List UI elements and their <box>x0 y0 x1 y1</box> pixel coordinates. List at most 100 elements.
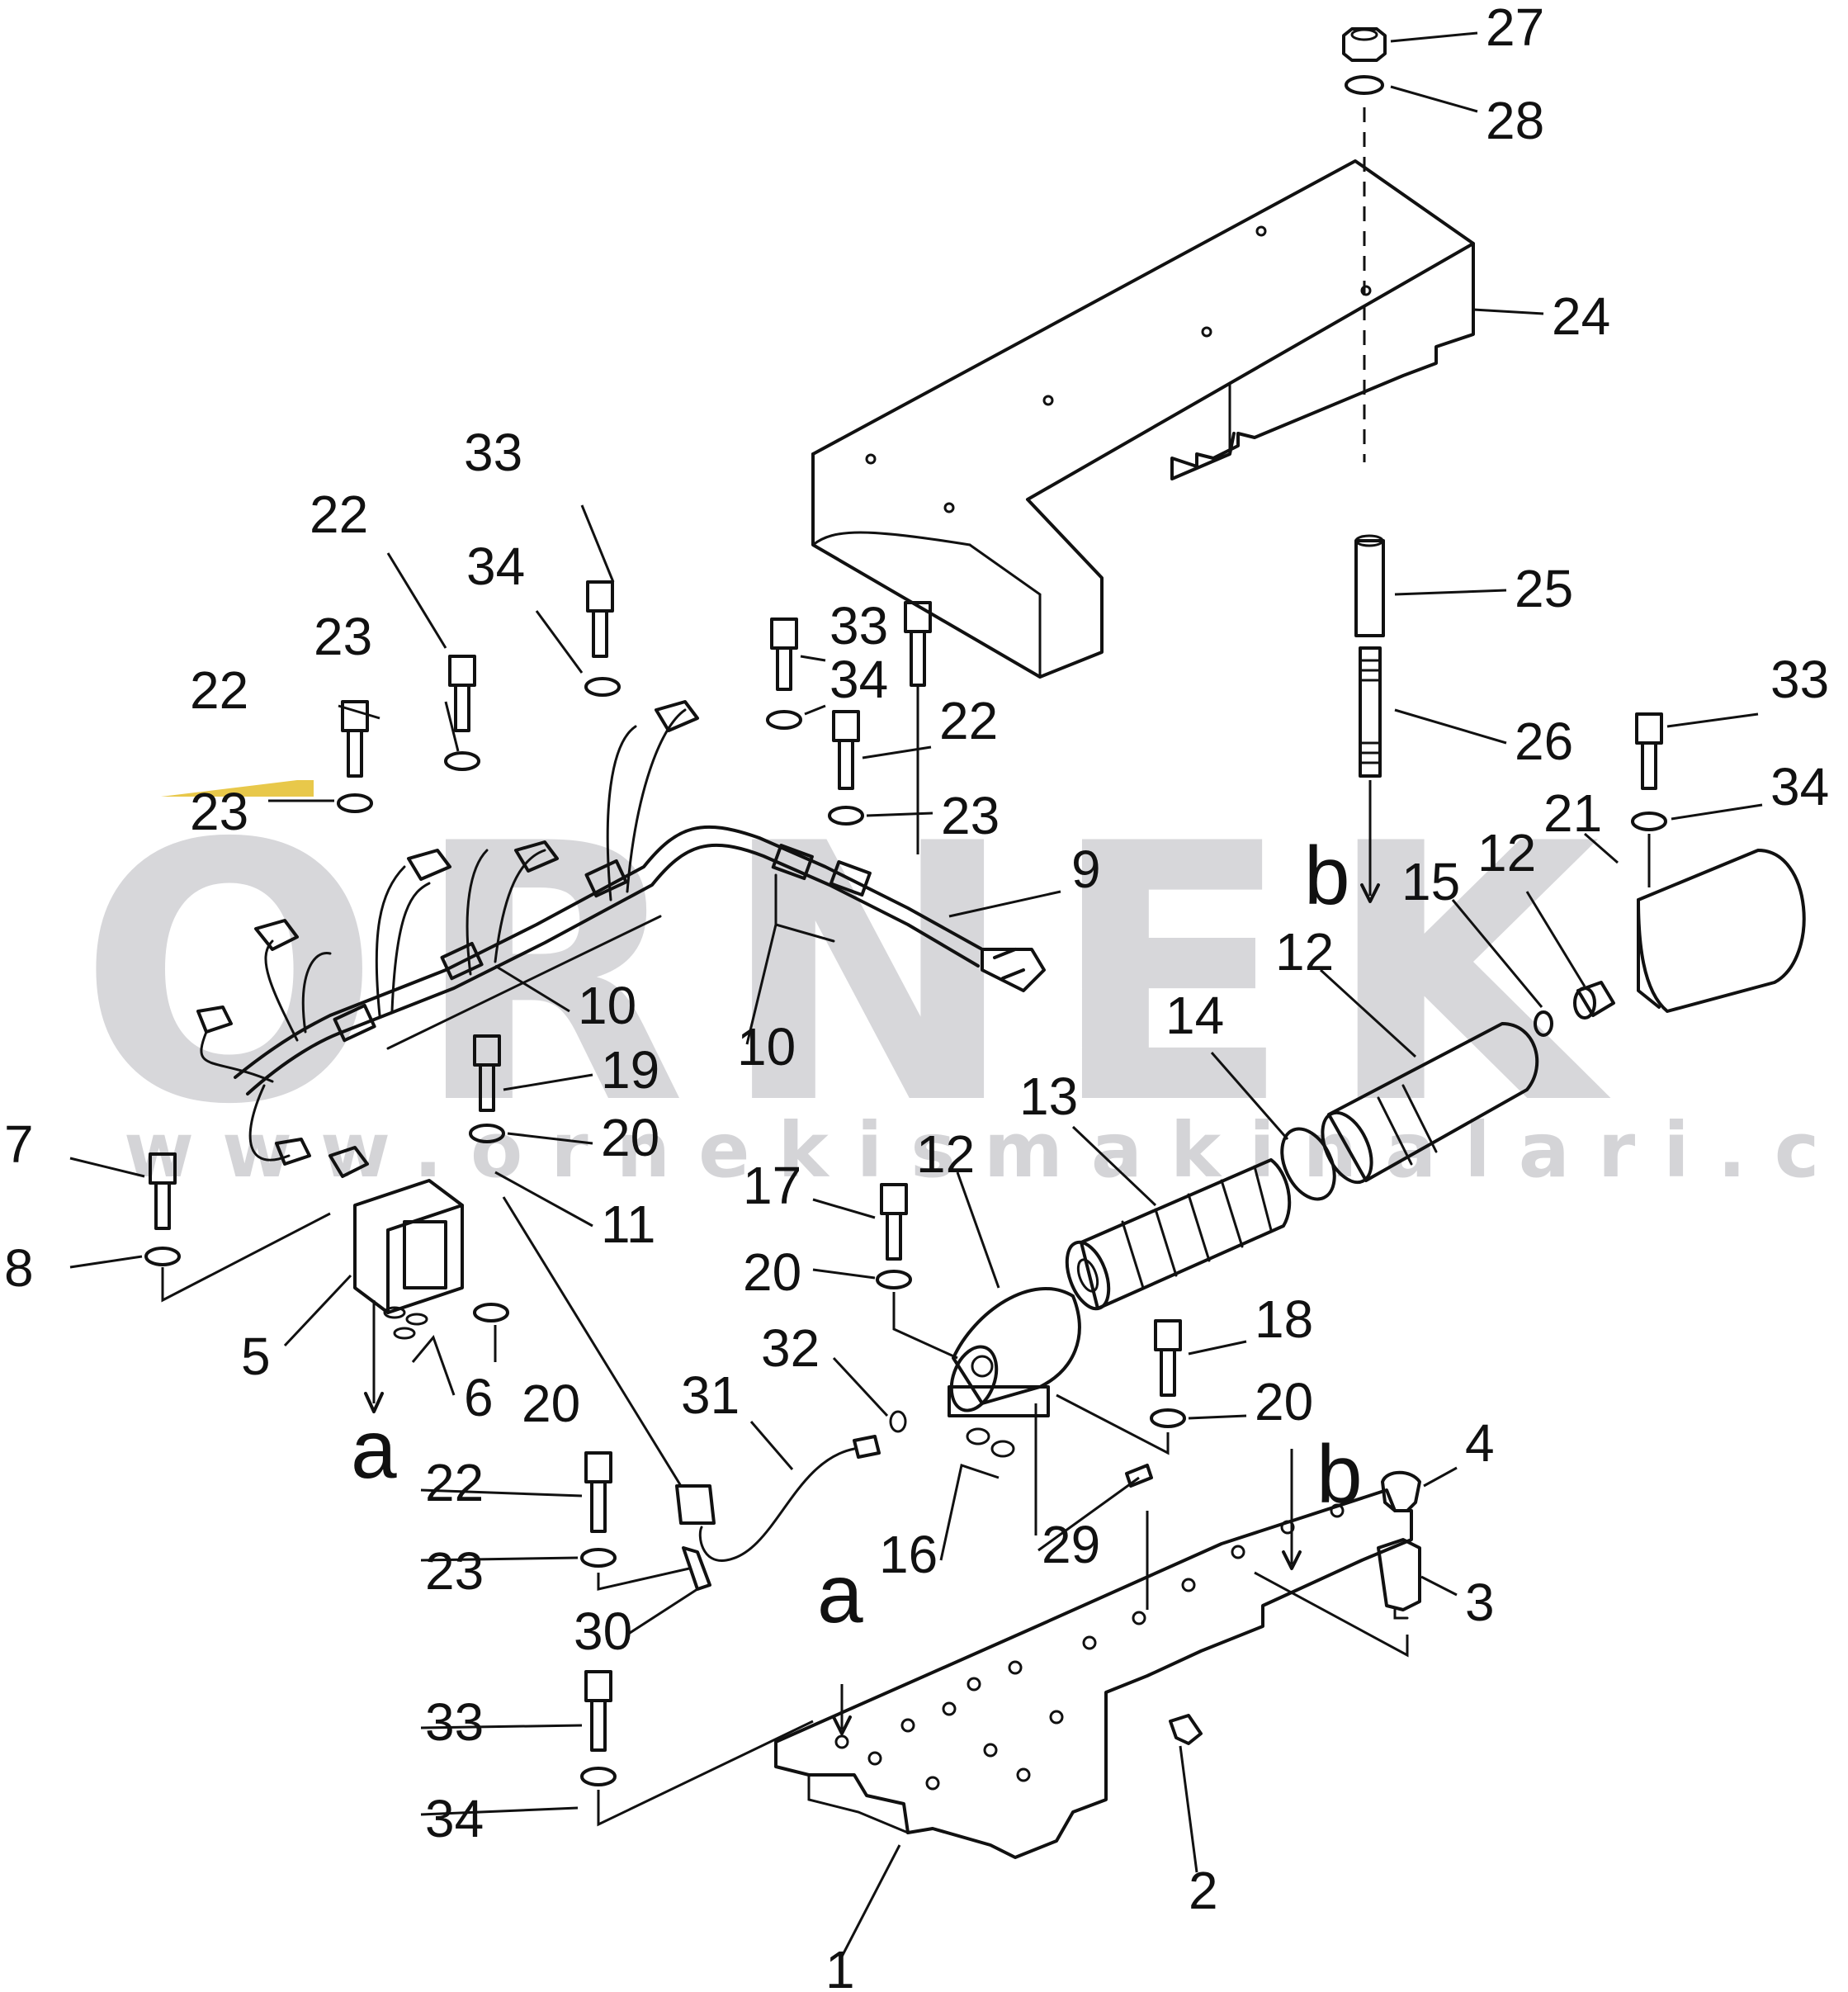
washer-part-20 <box>876 1270 912 1289</box>
callout-c20a: 20 <box>601 1108 659 1167</box>
bolt-part-22 <box>448 655 476 732</box>
watermark: ORNEK www.ornekismakinalari.com.tr <box>78 769 1848 1195</box>
bolt-part-22 <box>832 710 860 790</box>
watermark-accent <box>161 780 314 797</box>
bolt-part-22 <box>584 1451 612 1533</box>
plug-part-2 <box>1169 1714 1203 1745</box>
callout-c6: 6 <box>464 1368 494 1427</box>
washer-part-23 <box>337 793 373 813</box>
callout-c34c: 34 <box>1770 757 1829 816</box>
bolt-part-27 <box>904 601 932 687</box>
reference-letter-la2: a <box>817 1548 863 1640</box>
callout-c4: 4 <box>1465 1413 1495 1473</box>
callout-c2: 2 <box>1189 1861 1218 1920</box>
o-ring-part-15 <box>1534 1010 1553 1037</box>
plug-part-12 <box>1573 981 1615 1020</box>
callout-c23b: 23 <box>190 782 248 841</box>
plate-part-29 <box>1125 1464 1153 1488</box>
bolt-part-33 <box>586 580 614 658</box>
solenoid-valve-part-5 <box>328 1146 464 1314</box>
callout-c22a: 22 <box>310 485 368 544</box>
adapter-part-3 <box>1377 1538 1421 1620</box>
callout-c7: 7 <box>4 1114 34 1174</box>
callout-c16: 16 <box>879 1525 938 1584</box>
o-ring-part-32 <box>889 1410 907 1433</box>
callout-c22d: 22 <box>425 1453 484 1512</box>
callout-c18: 18 <box>1255 1289 1313 1349</box>
spacer-part-25 <box>1354 534 1385 637</box>
bolt-part-18 <box>1154 1319 1182 1397</box>
bolt-part-33 <box>770 617 798 691</box>
callout-c23d: 23 <box>425 1541 484 1601</box>
callout-c15: 15 <box>1401 852 1460 911</box>
filter-housing-part-12 <box>948 1287 1081 1417</box>
callout-c33a: 33 <box>464 423 522 482</box>
washer-part-20 <box>469 1124 505 1143</box>
bolt-part-19 <box>473 1034 501 1112</box>
bolt-part-17 <box>880 1183 908 1261</box>
reference-letter-lb2: b <box>1316 1428 1363 1521</box>
callout-c12c: 12 <box>916 1124 975 1184</box>
filter-case-part-12 <box>1321 1022 1539 1185</box>
bolt-part-33 <box>1635 712 1663 790</box>
callout-c32: 32 <box>761 1318 820 1378</box>
washer-part-23 <box>828 806 864 826</box>
callout-c29: 29 <box>1042 1515 1100 1574</box>
washer-part-34 <box>584 677 621 697</box>
callout-c33d: 33 <box>425 1692 484 1752</box>
nut-part-27 <box>1342 27 1387 62</box>
callout-c9: 9 <box>1071 840 1101 899</box>
callout-c19: 19 <box>601 1040 659 1100</box>
callout-c12a: 12 <box>1477 823 1536 882</box>
callout-layer: 2728242526332234232223333422239101033342… <box>4 0 1829 1992</box>
callout-c10b: 10 <box>737 1017 796 1076</box>
washer-part-16 <box>966 1427 1015 1458</box>
callout-c31: 31 <box>681 1365 740 1425</box>
washer-part-23 <box>444 751 480 771</box>
callout-c22c: 22 <box>939 691 998 750</box>
callout-c27: 27 <box>1486 0 1544 57</box>
watermark-url: www.ornekismakinalari.com.tr <box>124 1106 1848 1195</box>
callout-c26: 26 <box>1515 712 1573 771</box>
callout-c25: 25 <box>1515 559 1573 618</box>
watermark-brand: ORNEK <box>78 769 1633 1182</box>
washer-part-34 <box>580 1767 617 1786</box>
leader-lines <box>69 31 1763 1957</box>
o-ring-part-6 <box>383 1306 428 1340</box>
callout-c34d: 34 <box>425 1789 484 1848</box>
callout-c11: 11 <box>601 1195 655 1254</box>
washer-part-34 <box>1631 811 1667 831</box>
bolt-part-22 <box>341 700 369 778</box>
callout-c17: 17 <box>743 1156 801 1215</box>
callout-c28: 28 <box>1486 91 1544 150</box>
guard-part-21 <box>1637 849 1806 1013</box>
washers <box>144 677 1667 1786</box>
washer-part-34 <box>766 710 802 730</box>
washer-part-20 <box>473 1303 509 1322</box>
bracket-part-30 <box>682 1546 711 1591</box>
washer-part-8 <box>144 1247 181 1266</box>
filter-element-part-13 <box>1065 1158 1292 1311</box>
switch-part-4 <box>1381 1470 1421 1512</box>
sensor-part-31 <box>675 1435 881 1562</box>
callout-c23a: 23 <box>314 607 372 666</box>
callout-c23c: 23 <box>941 786 1000 845</box>
callout-c30: 30 <box>574 1602 632 1661</box>
cover-part-24 <box>811 159 1475 679</box>
bolt-part-33 <box>584 1670 612 1752</box>
callout-c20c: 20 <box>1255 1372 1313 1431</box>
bolt-part-7 <box>149 1152 177 1230</box>
bolts <box>149 580 1663 1752</box>
callout-c20d: 20 <box>522 1374 580 1433</box>
callout-c22b: 22 <box>190 660 248 720</box>
washer-part-28 <box>1345 75 1384 95</box>
callout-c12b: 12 <box>1275 922 1334 982</box>
stud-part-26 <box>1359 646 1382 778</box>
washer-part-23 <box>580 1548 617 1568</box>
callout-c13: 13 <box>1019 1067 1078 1126</box>
reference-letter-lb: b <box>1304 830 1350 922</box>
callout-c34b: 34 <box>829 650 888 709</box>
